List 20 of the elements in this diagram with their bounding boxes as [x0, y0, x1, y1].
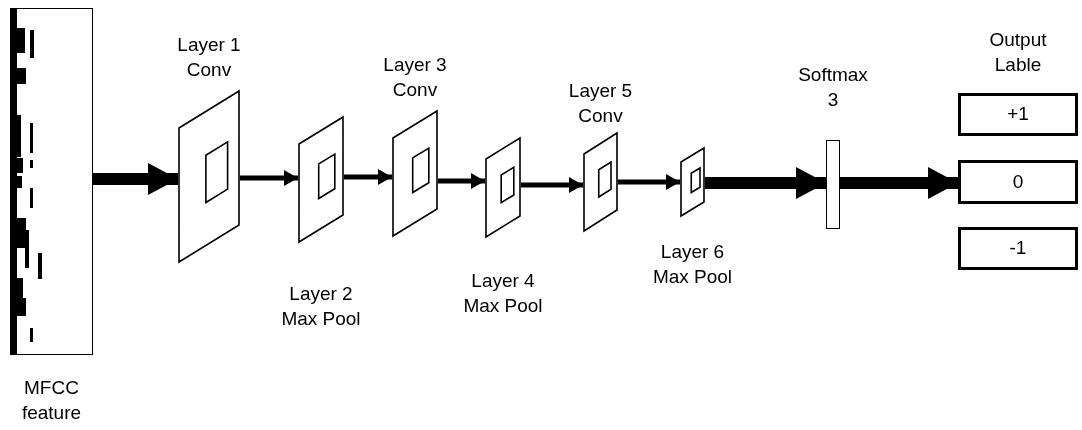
arrow	[438, 173, 485, 189]
layer-label: Layer 2 Max Pool	[280, 282, 362, 331]
layer-label: MFCC feature	[20, 376, 83, 425]
layer-label: Softmax 3	[797, 63, 869, 112]
arrow	[344, 169, 392, 185]
arrow	[240, 170, 298, 186]
layer-label: Layer 1 Conv	[176, 33, 242, 82]
layer-label: Layer 6 Max Pool	[651, 240, 734, 289]
arrow	[705, 167, 826, 199]
arrow	[618, 174, 680, 190]
arrow	[840, 167, 958, 199]
output-box: +1	[958, 93, 1078, 136]
layer-label: Layer 3 Conv	[382, 53, 448, 102]
arrow	[93, 163, 178, 195]
layer-label: Output Lable	[988, 28, 1048, 77]
output-box: 0	[958, 160, 1078, 204]
layer-label: Layer 4 Max Pool	[462, 269, 544, 318]
layer-label: Layer 5 Conv	[567, 79, 634, 128]
output-box: -1	[958, 227, 1078, 270]
arrow	[521, 177, 583, 193]
